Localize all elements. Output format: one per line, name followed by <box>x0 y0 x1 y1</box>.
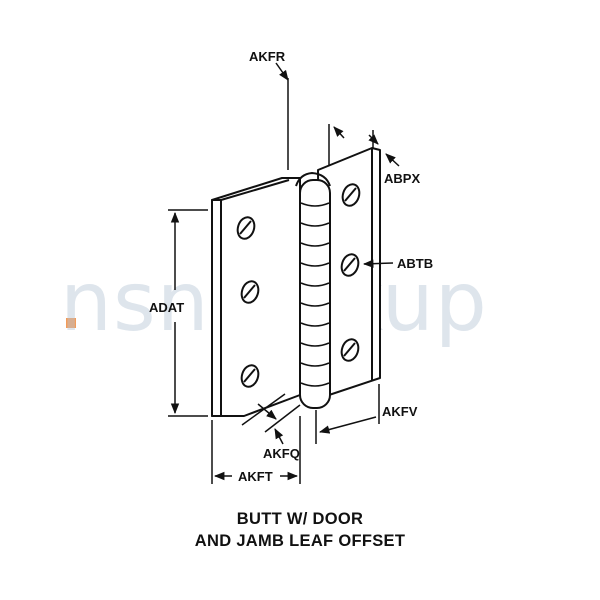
left-screw-holes <box>236 216 260 388</box>
label-akfv: AKFV <box>382 404 418 419</box>
caption-line-1: BUTT W/ DOOR <box>236 510 364 528</box>
label-akfq: AKFQ <box>263 446 300 461</box>
label-adat: ADAT <box>149 300 184 315</box>
hinge-barrel <box>295 171 331 409</box>
dim-akfr <box>275 62 289 170</box>
label-akfr: AKFR <box>249 49 286 64</box>
watermark-dot <box>66 318 76 328</box>
dim-akfv <box>315 384 380 444</box>
dim-akft <box>211 416 301 484</box>
dim-abpx <box>328 124 400 167</box>
right-screw-holes <box>340 183 361 362</box>
label-abpx: ABPX <box>384 171 420 186</box>
dim-adat <box>168 209 208 417</box>
label-akft: AKFT <box>238 469 273 484</box>
dim-abtb <box>362 259 394 268</box>
label-abtb: ABTB <box>397 256 433 271</box>
caption-line-2: AND JAMB LEAF OFFSET <box>194 532 406 550</box>
dim-akfq <box>241 393 301 445</box>
